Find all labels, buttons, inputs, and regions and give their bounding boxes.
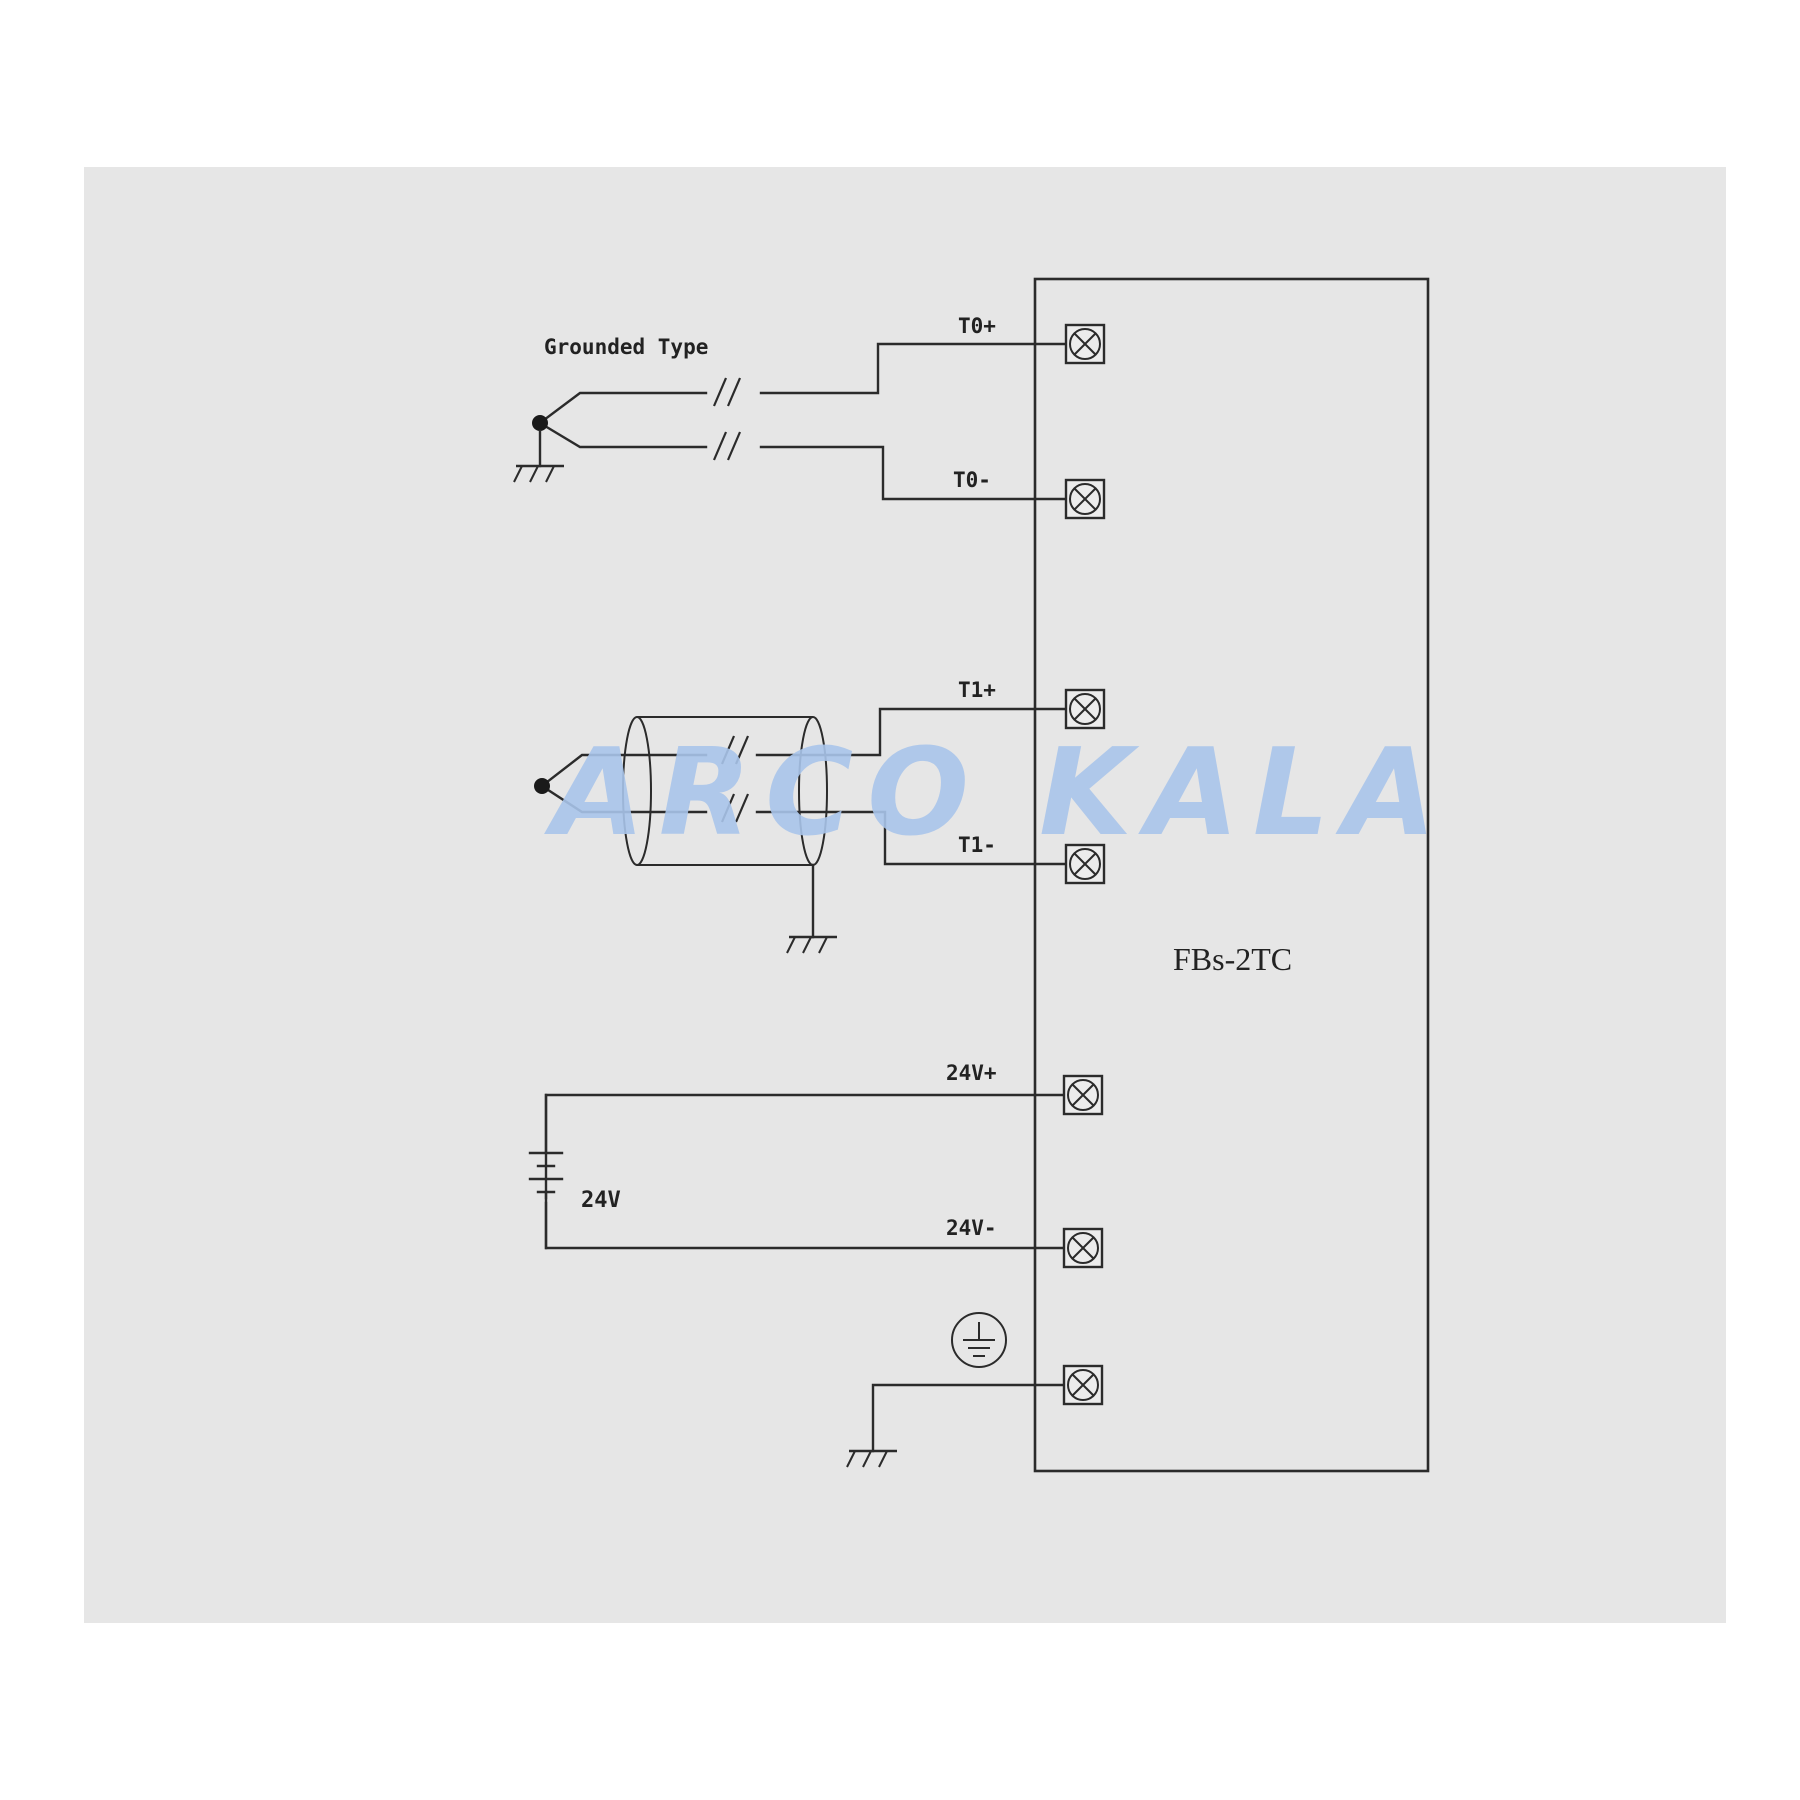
battery-icon: [528, 1093, 564, 1250]
thermocouple-0: [512, 342, 1066, 501]
battery-voltage-label: 24V: [581, 1188, 621, 1213]
terminal-earth: [1062, 1364, 1104, 1406]
power-supply: [528, 1093, 1066, 1250]
module-box: [1033, 277, 1430, 1473]
watermark: ARCO KALA: [544, 724, 1450, 863]
24v-plus-label: 24V+: [946, 1061, 997, 1085]
terminal-24v-minus: [1062, 1227, 1104, 1269]
t1-minus-label: T1-: [958, 833, 996, 857]
earth-connection: [845, 1312, 1066, 1469]
terminal-t0-minus: [1064, 478, 1106, 520]
earth-ground-icon: [951, 1312, 1007, 1368]
terminal-t1-plus: [1064, 688, 1106, 730]
grounded-type-label: Grounded Type: [544, 335, 708, 359]
t1-plus-label: T1+: [958, 678, 996, 702]
junction-dot: [534, 778, 550, 794]
24v-minus-label: 24V-: [946, 1216, 997, 1240]
terminal-24v-plus: [1062, 1074, 1104, 1116]
thermocouple-1: [534, 707, 1066, 955]
diagram-panel: [84, 167, 1726, 1623]
terminal-t0-plus: [1064, 323, 1106, 365]
module-label: FBs-2TC: [1173, 941, 1292, 977]
t0-minus-label: T0-: [953, 468, 991, 492]
t0-plus-label: T0+: [958, 314, 996, 338]
junction-dot: [532, 415, 548, 431]
